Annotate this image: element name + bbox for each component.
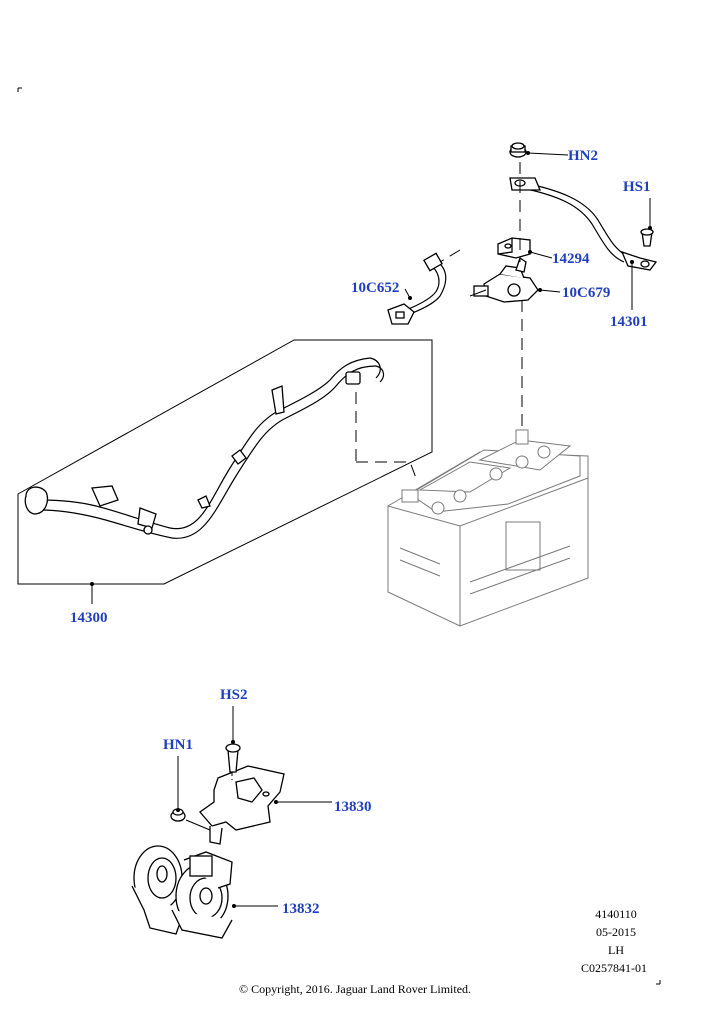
callout-14301[interactable]: 14301 <box>610 314 648 330</box>
diagram-code: C0257841-01 <box>581 961 647 975</box>
assembly-line-4 <box>469 289 487 297</box>
assembly-line-8 <box>185 819 211 831</box>
callout-14294[interactable]: 14294 <box>552 251 590 267</box>
battery <box>387 429 589 627</box>
callout-hs2[interactable]: HS2 <box>220 687 248 703</box>
callout-13830[interactable]: 13830 <box>334 799 372 815</box>
main-harness-14300 <box>17 339 433 585</box>
assembly-line-3 <box>439 249 461 263</box>
callout-hn2[interactable]: HN2 <box>568 148 598 164</box>
bracket-14294 <box>497 237 531 259</box>
bolt-hs2 <box>225 743 241 773</box>
horns-13832 <box>131 845 233 939</box>
leader-lines <box>90 151 652 908</box>
callout-10c652[interactable]: 10C652 <box>351 280 399 296</box>
battery-sensor-10c679 <box>473 256 539 303</box>
callout-14300[interactable]: 14300 <box>70 610 108 626</box>
callout-hs1[interactable]: HS1 <box>623 179 651 195</box>
connector-10c652 <box>387 252 447 325</box>
diagram-side: LH <box>608 943 624 957</box>
callout-13832[interactable]: 13832 <box>282 901 320 917</box>
horn-bracket-13830 <box>199 765 285 845</box>
nut-hn1 <box>170 808 186 822</box>
assembly-line-6 <box>356 461 417 479</box>
copyright-notice: © Copyright, 2016. Jaguar Land Rover Lim… <box>239 982 471 996</box>
callout-10c679[interactable]: 10C679 <box>562 285 610 301</box>
diagram-ref-number: 4140110 <box>595 907 637 921</box>
callout-hn1[interactable]: HN1 <box>163 737 193 753</box>
diagram-date: 05-2015 <box>596 925 636 939</box>
corner-mark-bottom-right <box>656 980 661 985</box>
corner-mark-top-left <box>17 87 22 92</box>
